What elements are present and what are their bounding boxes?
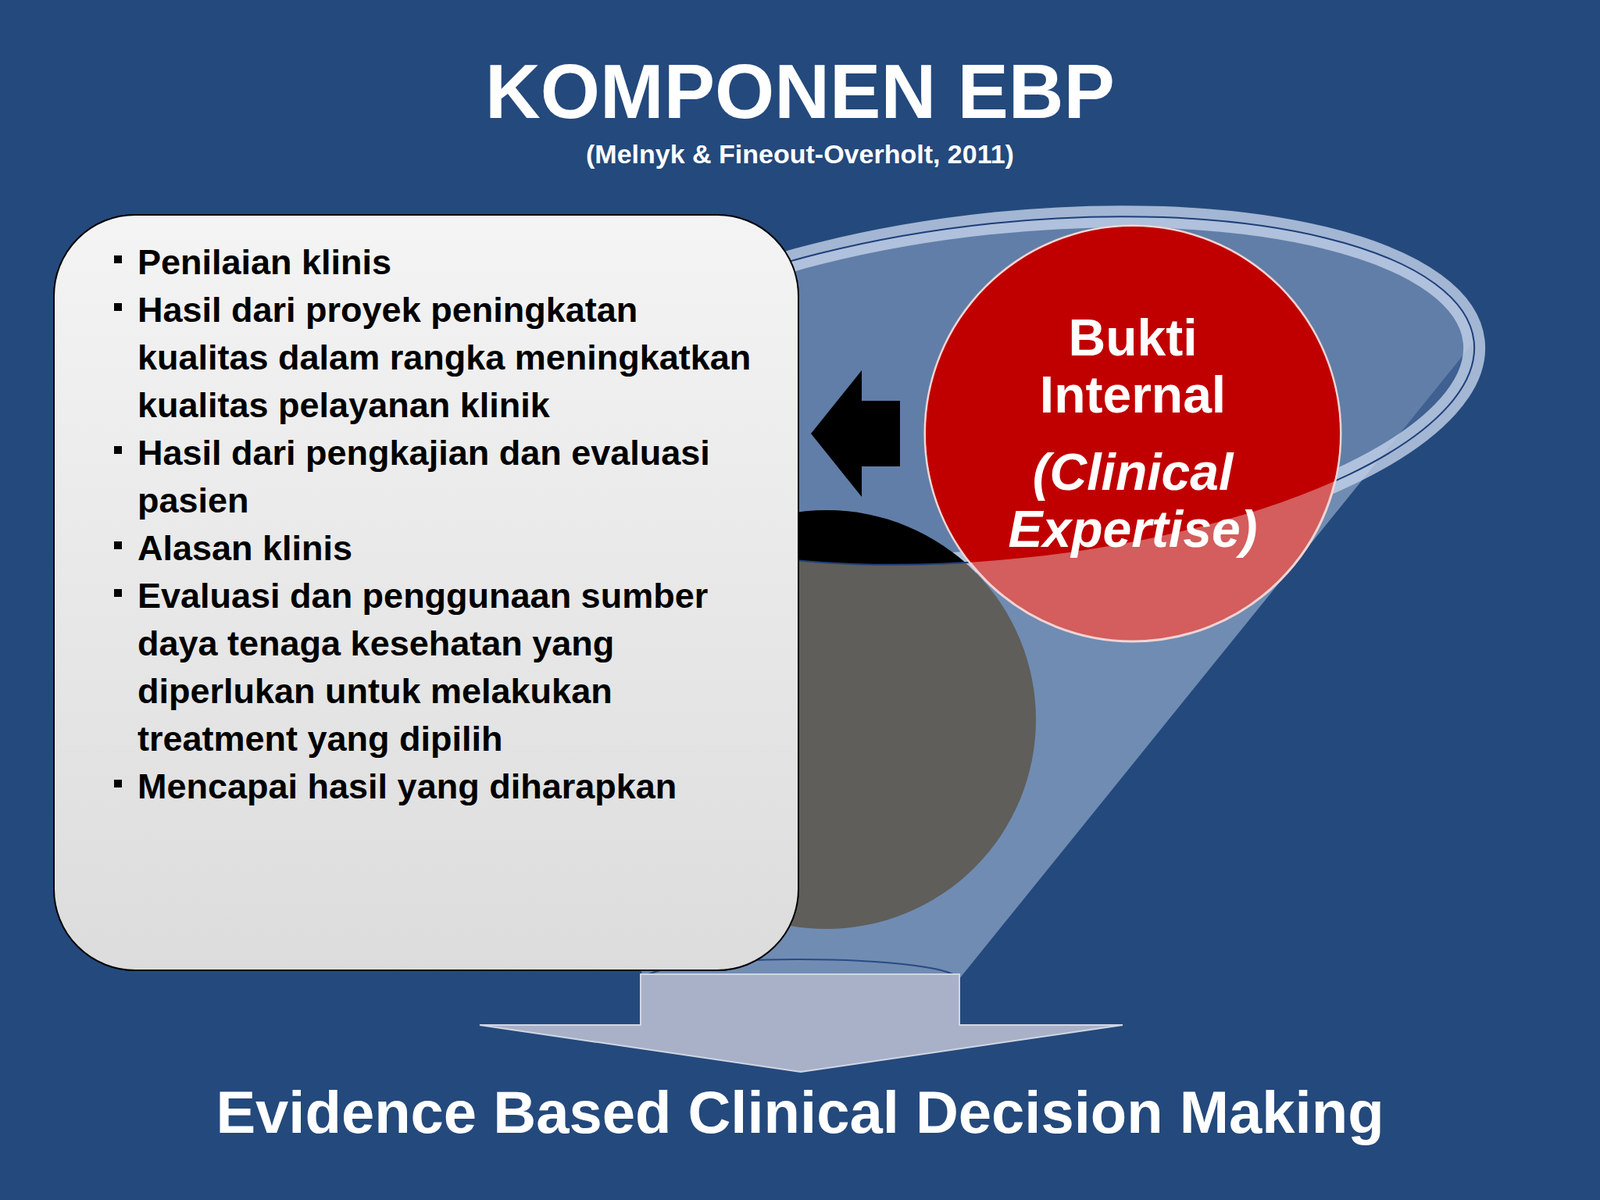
bullet-square bbox=[114, 303, 122, 311]
bullet-text: Hasil dari proyek peningkatan kualitas d… bbox=[137, 285, 759, 429]
bullet-text: Penilaian klinis bbox=[137, 238, 759, 286]
bullet-square bbox=[114, 541, 122, 550]
bullet-item: Hasil dari proyek peningkatan kualitas d… bbox=[137, 285, 759, 429]
bullet-text: Alasan klinis bbox=[137, 524, 759, 572]
bullet-square bbox=[114, 779, 122, 788]
down-arrow bbox=[479, 974, 1123, 1072]
block-arrow bbox=[810, 370, 900, 497]
circle-heading: Bukti Internal bbox=[1015, 309, 1250, 424]
bullet-text: Hasil dari pengkajian dan evaluasi pasie… bbox=[137, 428, 759, 525]
bullet-square bbox=[114, 446, 122, 454]
bullet-text: Evaluasi dan penggunaan sumber daya tena… bbox=[137, 571, 759, 763]
citation: (Melnyk & Fineout-Overholt, 2011) bbox=[0, 137, 1600, 171]
bullet-square bbox=[114, 255, 122, 264]
circle-upper bbox=[925, 226, 1340, 641]
bullet-item: Penilaian klinis bbox=[137, 238, 759, 286]
bullet-square bbox=[114, 589, 122, 597]
bullet-item: Hasil dari pengkajian dan evaluasi pasie… bbox=[137, 428, 759, 525]
circle-shape bbox=[923, 224, 1343, 643]
circle-subheading: (Clinical Expertise) bbox=[988, 443, 1278, 558]
bullet-item: Evaluasi dan penggunaan sumber daya tena… bbox=[137, 571, 759, 763]
circle-lower bbox=[925, 225, 1341, 642]
evidence-circle: Bukti Internal (Clinical Expertise) bbox=[923, 224, 1343, 643]
bullet-item: Mencapai hasil yang diharapkan bbox=[137, 762, 759, 811]
slide-title: KOMPONEN EBP bbox=[0, 48, 1600, 135]
bullet-item: Alasan klinis bbox=[137, 524, 759, 572]
footer-caption: Evidence Based Clinical Decision Making bbox=[0, 1076, 1600, 1149]
list-box: Penilaian klinisHasil dari proyek pening… bbox=[53, 214, 800, 972]
bullet-text: Mencapai hasil yang diharapkan bbox=[137, 762, 759, 811]
